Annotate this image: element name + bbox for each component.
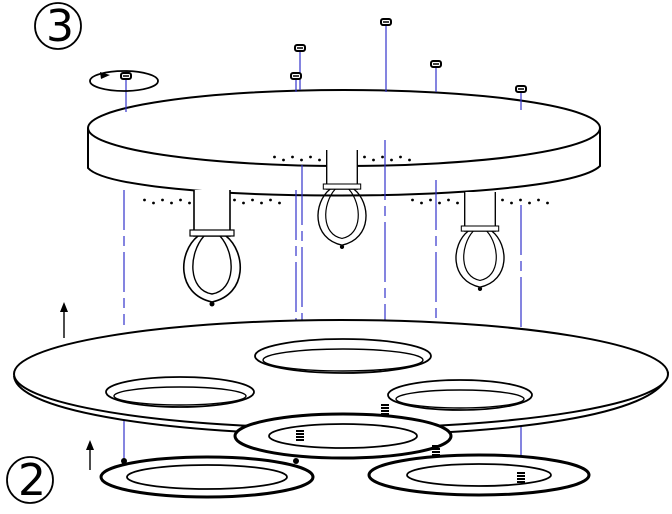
step-circle-icon	[34, 2, 82, 50]
nut-icon	[380, 18, 392, 26]
hole-dot	[519, 198, 522, 202]
bulb-left	[182, 189, 242, 308]
step-circle-icon	[6, 456, 54, 504]
hole-dot	[399, 155, 402, 159]
hole-dot	[300, 158, 303, 162]
up-arrow-icon	[86, 440, 94, 470]
bulb-right	[455, 191, 505, 292]
hole-dot	[282, 158, 285, 162]
hole-dot	[161, 198, 164, 202]
hole-dot	[242, 201, 245, 205]
nut-icon	[120, 72, 132, 80]
hole-dot	[278, 201, 281, 205]
step-number-3: 3	[34, 2, 82, 50]
hole-dot	[420, 201, 423, 205]
hole-dot	[143, 198, 146, 202]
hole-dot	[429, 198, 432, 202]
step-number-text: 2	[18, 455, 46, 506]
hole-dot	[438, 201, 441, 205]
rotate-arrow-icon	[89, 70, 159, 92]
hole-dot	[510, 201, 513, 205]
ring-right	[367, 453, 591, 497]
hole-dot	[251, 198, 254, 202]
up-arrow-icon	[60, 302, 68, 338]
hole-dot	[269, 198, 272, 202]
hole-dot	[233, 198, 236, 202]
top-nuts	[120, 18, 527, 93]
top-guide-lines	[125, 24, 522, 112]
hole-dot	[501, 198, 504, 202]
hole-dot	[260, 201, 263, 205]
hole-dot	[291, 155, 294, 159]
nut-icon	[430, 60, 442, 68]
step-number-text: 3	[46, 1, 74, 52]
hole-dot	[309, 155, 312, 159]
hole-dot	[372, 158, 375, 162]
hole-dot	[381, 155, 384, 159]
hole-dot	[537, 198, 540, 202]
hole-dot	[363, 155, 366, 159]
nut-icon	[290, 72, 302, 80]
hole-dot	[188, 201, 191, 205]
ring-center	[233, 412, 453, 460]
screws	[121, 404, 526, 483]
hole-dot	[179, 198, 182, 202]
hole-dot	[456, 201, 459, 205]
hole-dot	[447, 198, 450, 202]
nut-icon	[515, 85, 527, 93]
hole-dot	[546, 201, 549, 205]
hole-dot	[170, 201, 173, 205]
hole-dot	[390, 158, 393, 162]
hole-dot	[408, 158, 411, 162]
hole-dot	[318, 158, 321, 162]
hole-dot	[273, 155, 276, 159]
hole-dot	[411, 198, 414, 202]
hole-dot	[152, 201, 155, 205]
nut-icon	[294, 44, 306, 52]
base-plate	[13, 319, 669, 436]
hole-dot	[528, 201, 531, 205]
step-number-2: 2	[6, 456, 54, 504]
ring-left	[99, 455, 315, 499]
